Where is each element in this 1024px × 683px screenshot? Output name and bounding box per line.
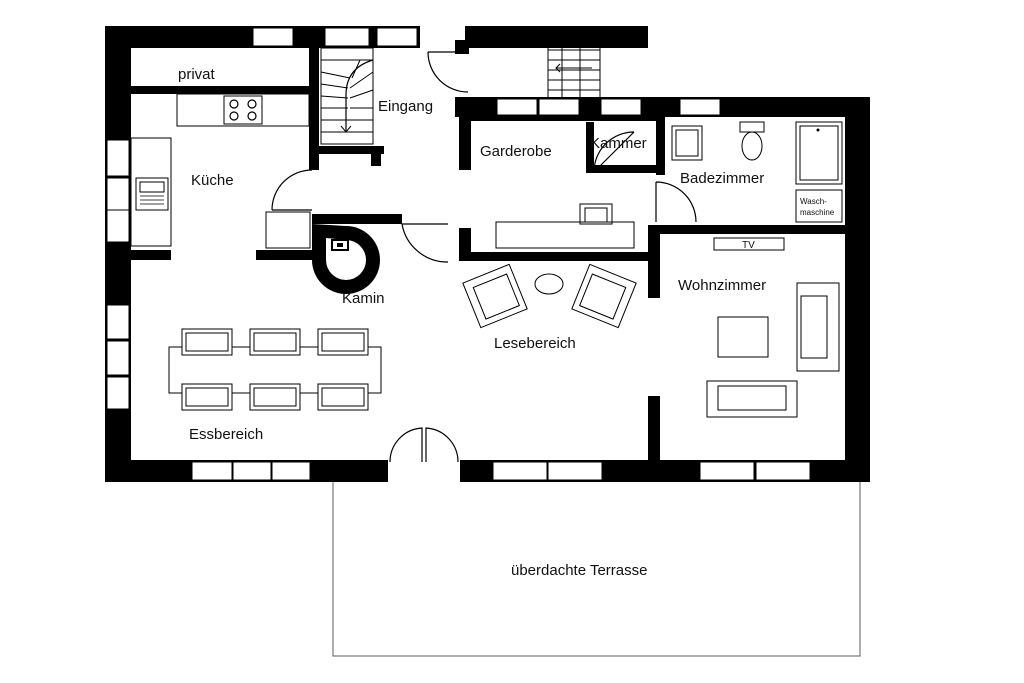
- sofa-right: [796, 282, 840, 372]
- label-badezimmer: Badezimmer: [680, 170, 764, 187]
- coffee-table: [717, 316, 769, 358]
- fireplace-icon: [312, 224, 380, 294]
- bath-door: [655, 181, 697, 223]
- washing-machine: Wasch- maschine: [795, 189, 843, 223]
- kitchen-door: [271, 169, 313, 211]
- kammer-shelf: [671, 125, 703, 161]
- label-lesebereich: Lesebereich: [494, 335, 576, 352]
- dining-door: [401, 223, 449, 263]
- cooktop-icon: [223, 95, 263, 125]
- sideboard: [495, 221, 635, 249]
- kammer-door: [593, 131, 635, 173]
- kitchen-cabinet: [265, 211, 311, 249]
- shower-icon: [795, 121, 843, 185]
- kitchen-counter: [130, 93, 310, 247]
- sofa-bottom: [706, 380, 798, 418]
- toilet-icon: [739, 121, 765, 161]
- label-terrasse: überdachte Terrasse: [511, 562, 647, 579]
- svg-text:Wasch-: Wasch-: [800, 197, 827, 206]
- label-essbereich: Essbereich: [189, 426, 263, 443]
- label-wohnzimmer: Wohnzimmer: [678, 277, 766, 294]
- dining-table: [168, 328, 382, 411]
- sink-icon: [135, 177, 169, 211]
- label-privat: privat: [178, 66, 216, 83]
- label-eingang: Eingang: [378, 98, 433, 115]
- label-kamin: Kamin: [342, 290, 385, 307]
- svg-text:TV: TV: [742, 240, 755, 251]
- label-garderobe: Garderobe: [480, 143, 552, 160]
- armchair-right: [571, 263, 637, 329]
- interior-walls: [131, 46, 848, 462]
- label-kueche: Küche: [191, 172, 234, 189]
- entrance-door: [427, 51, 469, 93]
- armchair-left: [462, 263, 528, 329]
- tv-icon: TV: [713, 237, 785, 251]
- terrace-door: [388, 427, 460, 484]
- windows: [106, 27, 811, 481]
- exterior-steps: [547, 39, 601, 99]
- svg-text:maschine: maschine: [800, 208, 835, 217]
- stairs: [320, 47, 374, 145]
- chair: [579, 203, 613, 225]
- label-kammer: Kammer: [590, 135, 647, 152]
- side-table: [534, 273, 564, 295]
